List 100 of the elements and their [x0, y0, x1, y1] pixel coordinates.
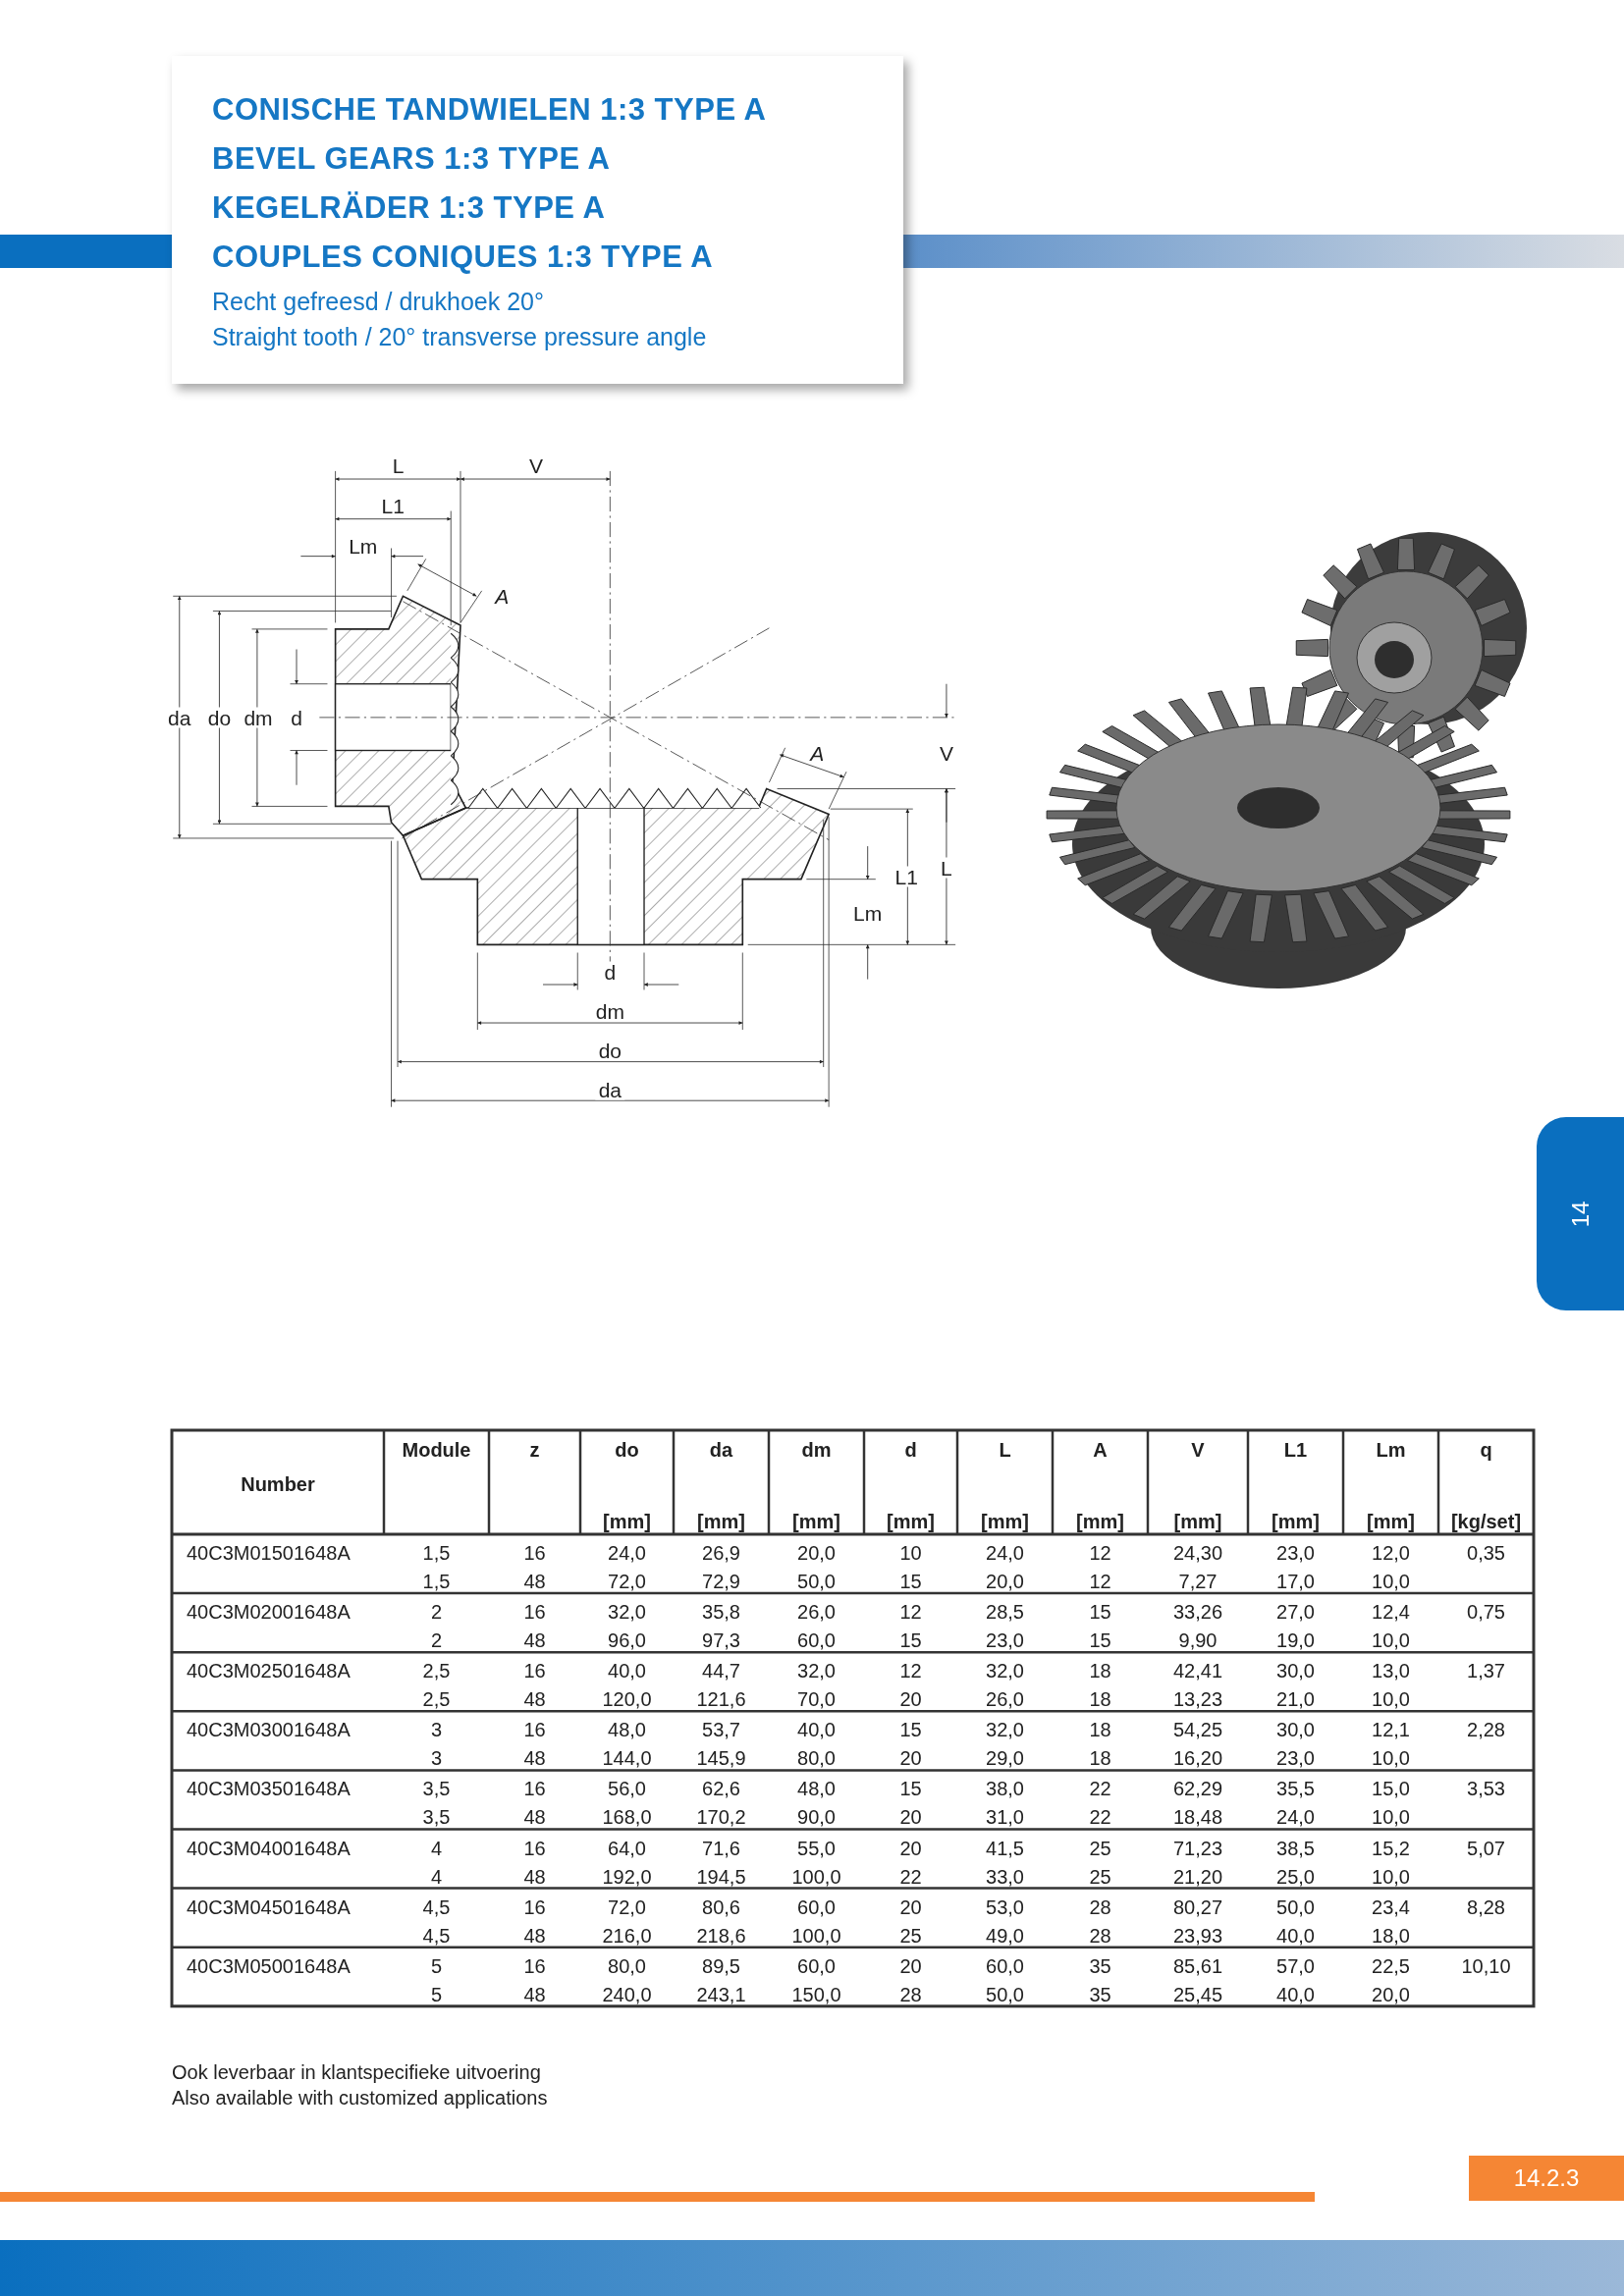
table-value: 50,0 — [1276, 1896, 1315, 1917]
table-value: 55,0 — [797, 1838, 836, 1858]
table-value: 38,5 — [1276, 1838, 1315, 1858]
table-value: 30,0 — [1276, 1661, 1315, 1682]
table-value: 80,0 — [797, 1748, 836, 1769]
table-value: 35 — [1089, 1984, 1111, 2004]
table-value: 42,41 — [1172, 1661, 1223, 1682]
table-value: 48 — [523, 1748, 546, 1769]
table-value: 64,0 — [608, 1838, 646, 1858]
table-value: 16 — [523, 1661, 546, 1682]
table-value: 22 — [1089, 1779, 1111, 1799]
table-value: 15 — [899, 1630, 922, 1651]
table-value: 5 — [430, 1955, 443, 1976]
part-number: 40C3M01501648A — [187, 1543, 351, 1563]
table-value: 19,0 — [1276, 1630, 1315, 1651]
table-value: 18 — [1089, 1720, 1111, 1740]
table-value: 16 — [523, 1779, 546, 1799]
column-header: Number — [241, 1474, 315, 1494]
table-value: 15,0 — [1372, 1779, 1410, 1799]
table-value: 96,0 — [608, 1630, 646, 1651]
table-value: 16,20 — [1172, 1748, 1223, 1769]
column-header: L — [999, 1440, 1011, 1460]
table-value: 121,6 — [696, 1689, 746, 1710]
table-value: 20 — [899, 1955, 922, 1976]
table-value: 48 — [523, 1807, 546, 1828]
table-value: 23,93 — [1172, 1925, 1223, 1946]
table-value: 120,0 — [602, 1689, 652, 1710]
table-value: 85,61 — [1172, 1955, 1223, 1976]
table-value: 48 — [523, 1984, 546, 2004]
table-value: 15 — [1089, 1630, 1111, 1651]
table-value: 20 — [899, 1748, 922, 1769]
table-value: 150,0 — [791, 1984, 841, 2004]
table-value: 25,45 — [1172, 1984, 1223, 2004]
table-value: 40,0 — [608, 1661, 646, 1682]
table-value: 33,0 — [986, 1866, 1024, 1887]
column-header: Module — [402, 1440, 471, 1460]
table-value: 3 — [430, 1720, 443, 1740]
table-value: 24,0 — [608, 1543, 646, 1563]
table-value: 12 — [899, 1661, 922, 1682]
table-value: 3,53 — [1467, 1779, 1505, 1799]
table-value: 53,7 — [702, 1720, 740, 1740]
table-value: 243,1 — [696, 1984, 746, 2004]
part-number: 40C3M03001648A — [187, 1720, 351, 1740]
table-value: 23,0 — [1276, 1748, 1315, 1769]
table-value: 144,0 — [602, 1748, 652, 1769]
table-value: 100,0 — [791, 1866, 841, 1887]
table-value: 25 — [1089, 1838, 1111, 1858]
table-value: 33,26 — [1172, 1602, 1223, 1623]
part-number: 40C3M03501648A — [187, 1779, 351, 1799]
table-value: 12,0 — [1372, 1543, 1410, 1563]
unit-label: [mm] — [1272, 1512, 1320, 1531]
column-header: Lm — [1376, 1440, 1406, 1460]
column-header: V — [1191, 1440, 1205, 1460]
dimension-label: da — [165, 707, 194, 728]
table-value: 29,0 — [986, 1748, 1024, 1769]
table-value: 22 — [899, 1866, 922, 1887]
table-value: 97,3 — [702, 1630, 740, 1651]
table-value: 7,27 — [1178, 1572, 1218, 1591]
table-value: 216,0 — [602, 1925, 652, 1946]
table-value: 2 — [430, 1630, 443, 1651]
table-value: 12 — [899, 1602, 922, 1623]
table-value: 90,0 — [797, 1807, 836, 1828]
table-value: 15 — [1089, 1602, 1111, 1623]
table-value: 62,29 — [1172, 1779, 1223, 1799]
table-value: 4 — [430, 1838, 443, 1858]
table-value: 48,0 — [797, 1779, 836, 1799]
table-value: 40,0 — [1276, 1984, 1315, 2004]
table-value: 60,0 — [797, 1955, 836, 1976]
part-number: 40C3M05001648A — [187, 1955, 351, 1976]
table-value: 23,0 — [1276, 1543, 1315, 1563]
table-value: 60,0 — [797, 1896, 836, 1917]
card-heading: COUPLES CONIQUES 1:3 TYPE A — [212, 239, 714, 276]
part-number: 40C3M02501648A — [187, 1661, 351, 1682]
table-value: 26,0 — [797, 1602, 836, 1623]
column-header: q — [1480, 1440, 1492, 1460]
table-value: 218,6 — [696, 1925, 746, 1946]
table-value: 56,0 — [608, 1779, 646, 1799]
table-value: 3,5 — [422, 1779, 451, 1799]
table-value: 48,0 — [608, 1720, 646, 1740]
table-value: 30,0 — [1276, 1720, 1315, 1740]
table-value: 5 — [430, 1984, 443, 2004]
table-value: 26,9 — [702, 1543, 740, 1563]
table-value: 31,0 — [986, 1807, 1024, 1828]
table-value: 22,5 — [1372, 1955, 1410, 1976]
table-value: 32,0 — [986, 1720, 1024, 1740]
unit-label: [kg/set] — [1450, 1512, 1522, 1531]
table-value: 23,0 — [986, 1630, 1024, 1651]
table-value: 16 — [523, 1602, 546, 1623]
table-value: 20,0 — [797, 1543, 836, 1563]
table-value: 12 — [1089, 1572, 1111, 1591]
table-value: 28 — [1089, 1925, 1111, 1946]
table-value: 80,6 — [702, 1896, 740, 1917]
card-subtitle: Recht gefreesd / drukhoek 20° — [212, 287, 544, 317]
table-value: 13,0 — [1372, 1661, 1410, 1682]
table-value: 48 — [523, 1866, 546, 1887]
table-value: 1,5 — [422, 1572, 451, 1591]
table-value: 72,0 — [608, 1896, 646, 1917]
table-value: 12,4 — [1372, 1602, 1410, 1623]
table-value: 2 — [430, 1602, 443, 1623]
section-tab — [1537, 1117, 1624, 1310]
